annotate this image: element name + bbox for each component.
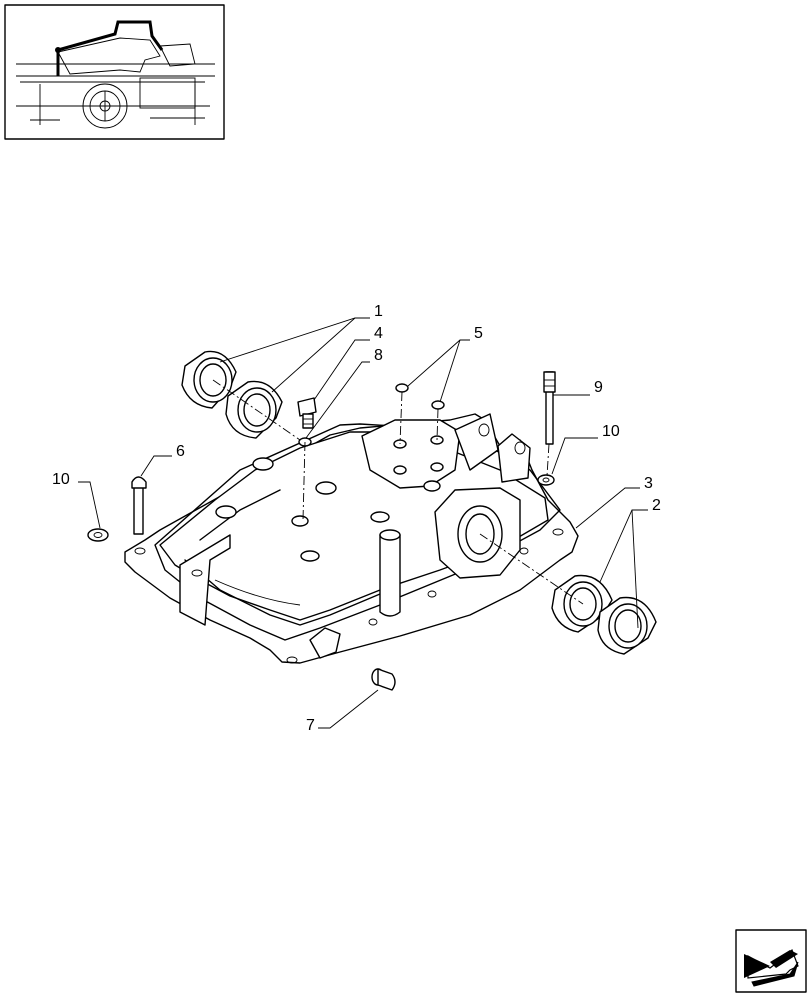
o-ring-5 bbox=[395, 383, 445, 410]
stud-9 bbox=[543, 371, 556, 445]
plug-7 bbox=[371, 668, 396, 691]
washer-10-right bbox=[537, 474, 555, 486]
callout-5: 5 bbox=[474, 325, 483, 342]
callout-10-right: 10 bbox=[602, 423, 620, 440]
bushing-1-left bbox=[181, 350, 237, 409]
callout-3: 3 bbox=[644, 475, 653, 492]
washer-10-left bbox=[87, 528, 109, 542]
machine-overview-thumbnail bbox=[4, 4, 225, 140]
callout-7: 7 bbox=[306, 717, 315, 734]
plug-4 bbox=[297, 397, 317, 429]
lift-housing-cover bbox=[124, 413, 579, 664]
callout-6: 6 bbox=[176, 443, 185, 460]
bushing-2-right bbox=[597, 596, 657, 655]
callout-labels: 1 4 8 5 9 10 6 3 2 10 7 bbox=[52, 303, 661, 734]
bushing-1-right bbox=[225, 380, 283, 439]
callout-4: 4 bbox=[374, 325, 383, 342]
callout-9: 9 bbox=[594, 379, 603, 396]
callout-8: 8 bbox=[374, 347, 383, 364]
callout-10-left: 10 bbox=[52, 471, 70, 488]
callout-1: 1 bbox=[374, 303, 383, 320]
next-page-arrow-icon[interactable] bbox=[735, 929, 807, 993]
bolt-6 bbox=[131, 476, 147, 535]
callout-2: 2 bbox=[652, 497, 661, 514]
assembly-axes bbox=[212, 379, 584, 605]
leader-lines bbox=[78, 317, 648, 729]
